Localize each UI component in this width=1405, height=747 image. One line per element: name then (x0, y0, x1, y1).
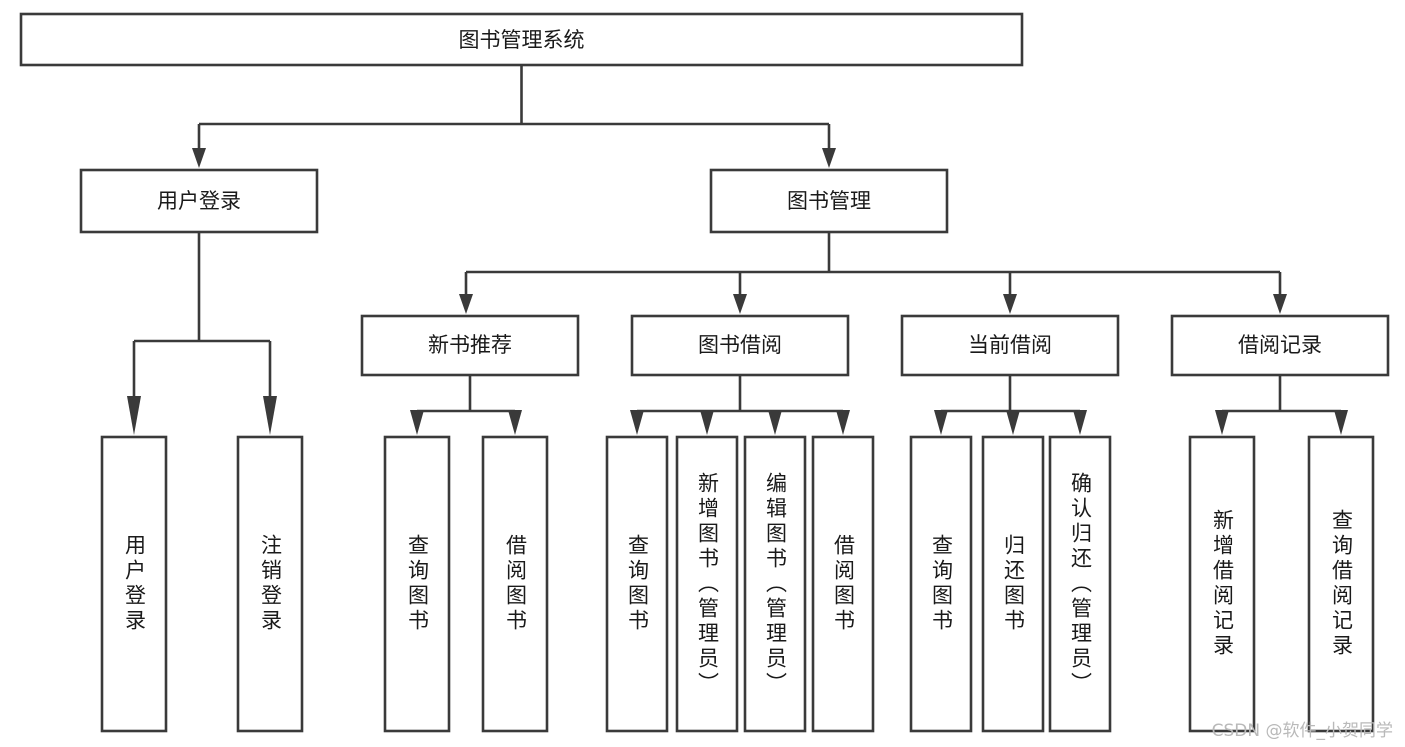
node-book-management-box[interactable] (709, 168, 949, 234)
node-current-borrow-box[interactable] (900, 314, 1120, 377)
arrow-to-book-borrow (733, 294, 747, 314)
node-book-borrow[interactable]: 图书借阅 (630, 314, 850, 377)
leaf-box-borrow-book-nbr[interactable] (481, 435, 549, 733)
leaf-box-query-book-nbr[interactable] (383, 435, 451, 733)
arrow-bb-leaf-2 (700, 410, 714, 435)
node-root[interactable]: 图书管理系统 (19, 12, 1024, 67)
leaf-box-user-login[interactable] (100, 435, 168, 733)
arrow-bb-leaf-1 (630, 410, 644, 435)
node-new-book-recommend[interactable]: 新书推荐 (360, 314, 580, 377)
node-borrow-record-label: 借阅记录 (1238, 333, 1322, 357)
leaf-box-add-book-admin[interactable] (675, 435, 739, 733)
leaf-box-query-book-bb[interactable] (605, 435, 669, 733)
watermark-text: CSDN @软件_小贺同学 (1211, 721, 1393, 741)
node-user-login-label: 用户登录 (157, 189, 241, 213)
arrow-to-borrow-record (1273, 294, 1287, 314)
node-root-label: 图书管理系统 (459, 28, 585, 52)
arrow-to-current-borrow (1003, 294, 1017, 314)
node-user-login[interactable]: 用户登录 (79, 168, 319, 234)
arrow-br-leaf-2 (1334, 410, 1348, 435)
node-borrow-record-box[interactable] (1170, 314, 1390, 377)
arrow-to-leaf-logout (263, 396, 277, 435)
arrow-to-user-login (192, 148, 206, 168)
arrow-bb-leaf-3 (768, 410, 782, 435)
arrow-br-leaf-1 (1215, 410, 1229, 435)
leaf-box-borrow-book-bb[interactable] (811, 435, 875, 733)
leaf-box-edit-book-admin[interactable] (743, 435, 807, 733)
arrow-cb-leaf-2 (1006, 410, 1020, 435)
node-root-box[interactable] (19, 12, 1024, 67)
leaf-box-query-borrow-record[interactable] (1307, 435, 1375, 733)
leaf-node-layer (100, 435, 1375, 733)
connector-layer (127, 65, 1348, 435)
leaf-box-add-borrow-record[interactable] (1188, 435, 1256, 733)
node-book-borrow-box[interactable] (630, 314, 850, 377)
arrow-to-leaf-user-login (127, 396, 141, 435)
node-current-borrow-label: 当前借阅 (968, 333, 1052, 357)
node-borrow-record[interactable]: 借阅记录 (1170, 314, 1390, 377)
node-new-book-recommend-label: 新书推荐 (428, 333, 512, 357)
arrow-nbr-leaf-1 (410, 410, 424, 435)
arrow-to-new-book-rec (459, 294, 473, 314)
node-book-borrow-label: 图书借阅 (698, 333, 782, 357)
leaf-box-return-book[interactable] (981, 435, 1045, 733)
leaf-box-query-book-cb[interactable] (909, 435, 973, 733)
node-new-book-recommend-box[interactable] (360, 314, 580, 377)
arrow-nbr-leaf-2 (508, 410, 522, 435)
node-user-login-box[interactable] (79, 168, 319, 234)
arrow-to-book-mgmt (822, 148, 836, 168)
node-book-management[interactable]: 图书管理 (709, 168, 949, 234)
arrow-bb-leaf-4 (836, 410, 850, 435)
arrow-cb-leaf-3 (1073, 410, 1087, 435)
node-book-management-label: 图书管理 (787, 189, 871, 213)
node-current-borrow[interactable]: 当前借阅 (900, 314, 1120, 377)
arrow-cb-leaf-1 (934, 410, 948, 435)
leaf-box-confirm-return-admin[interactable] (1048, 435, 1112, 733)
leaf-box-logout[interactable] (236, 435, 304, 733)
